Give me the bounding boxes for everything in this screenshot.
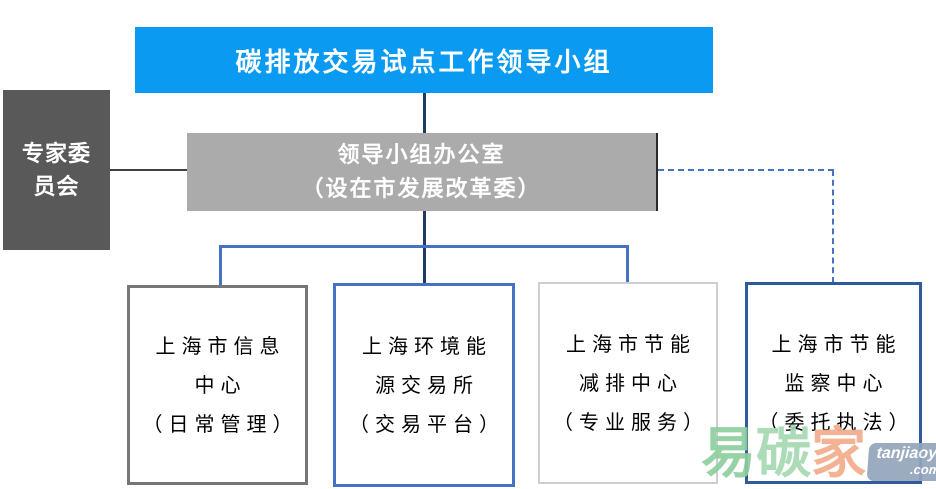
office-box: 领导小组办公室 （设在市发展改革委） [187, 133, 658, 211]
child-box-line: 监察中心 [784, 370, 889, 395]
office-box-line: 领导小组办公室 [337, 141, 506, 167]
child-box-line: （交易平台） [349, 411, 505, 436]
child-box-line: 上海环境能 [362, 333, 492, 358]
connector-leader-to-office [423, 93, 426, 134]
child-box-energy-exchange: 上海环境能 源交易所 （交易平台） [333, 283, 515, 487]
child-box-line: 中心 [194, 372, 247, 397]
child-box-line: （专业服务） [553, 409, 709, 434]
connector-drop-right [626, 247, 629, 283]
leader-group-box: 碳排放交易试点工作领导小组 [135, 27, 713, 93]
connector-dashed-horizontal [658, 169, 834, 171]
expert-committee-line: 员会 [33, 174, 80, 199]
child-box-line: 上海市信息 [155, 333, 286, 358]
child-box-line: 源交易所 [375, 372, 479, 397]
office-box-line: （设在市发展改革委） [301, 176, 542, 201]
connector-dashed-vertical [832, 170, 834, 283]
child-box-line: （委托执法） [758, 409, 915, 434]
child-box-supervision-center: 上海市节能 监察中心 （委托执法） [745, 282, 922, 484]
leader-group-label: 碳排放交易试点工作领导小组 [235, 46, 613, 77]
child-box-line: （日常管理） [142, 411, 299, 436]
child-box-line: 上海市节能 [771, 331, 902, 356]
child-box-line: 减排中心 [579, 370, 683, 395]
connector-children-bar [219, 245, 629, 248]
connector-expert-to-office [110, 169, 187, 171]
expert-committee-box: 专家委 员会 [3, 90, 110, 250]
connector-drop-left [219, 247, 222, 286]
expert-committee-line: 专家委 [21, 141, 91, 166]
child-box-line: 上海市节能 [566, 331, 696, 356]
child-box-emission-reduction-center: 上海市节能 减排中心 （专业服务） [538, 282, 718, 484]
child-box-information-center: 上海市信息 中心 （日常管理） [127, 285, 308, 485]
